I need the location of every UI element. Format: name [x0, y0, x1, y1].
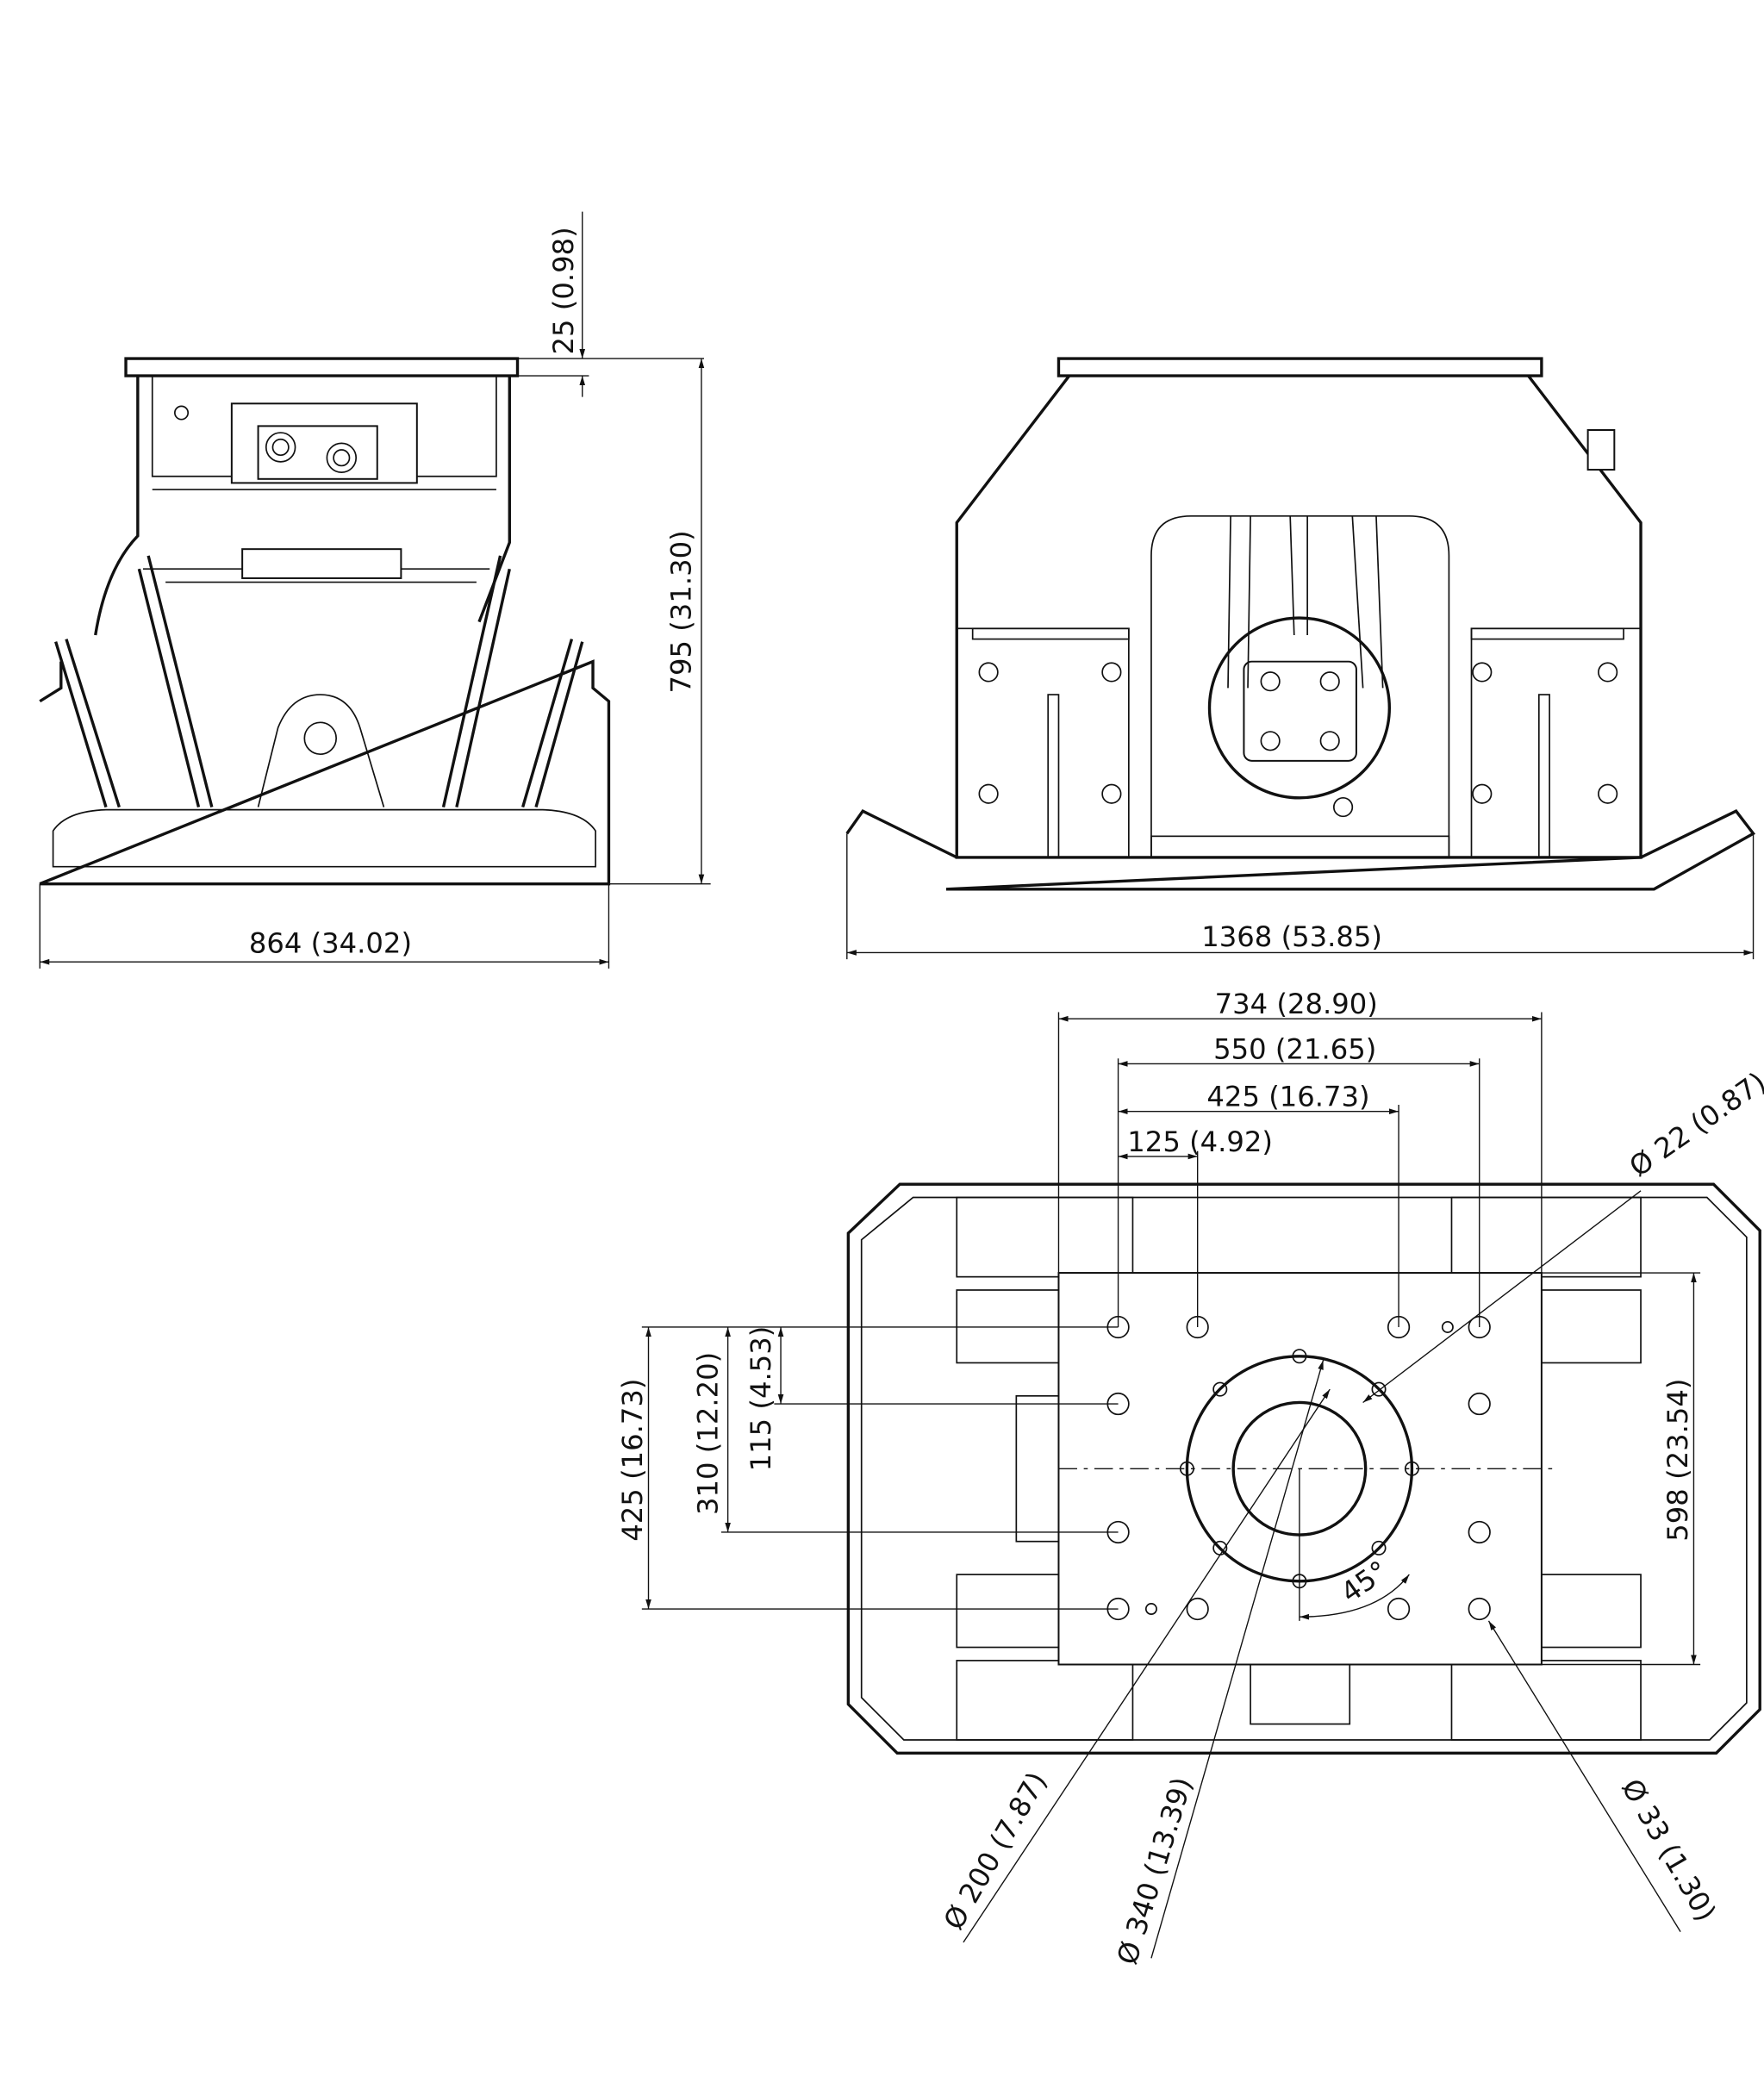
- dim-125: 125 (4.92): [1127, 1125, 1273, 1158]
- dim-flange-thickness: 25 (0.98): [547, 227, 580, 354]
- dim-bore-200: Ø 200 (7.87): [937, 1767, 1053, 1936]
- side-view: 25 (0.98) 795 (31.30) 864 (34.02): [39, 211, 711, 969]
- dim-425-v: 425 (16.73): [616, 1378, 649, 1541]
- dim-hole-22: Ø 22 (0.87): [1624, 1065, 1764, 1183]
- dim-425-h: 425 (16.73): [1206, 1081, 1369, 1113]
- dim-115: 115 (4.53): [745, 1326, 777, 1472]
- dim-bolt-circle-340: Ø 340 (13.39): [1111, 1774, 1199, 1968]
- dim-height: 795 (31.30): [665, 530, 698, 693]
- bottom-view: 734 (28.90) 550 (21.65) 425 (16.73) 125 …: [616, 988, 1764, 1968]
- bolt-holes-front: [978, 662, 1618, 818]
- dim-hole-33: Ø 33 (1.30): [1615, 1774, 1723, 1927]
- front-view: 1368 (53.85): [845, 357, 1756, 960]
- dim-598: 598 (23.54): [1661, 1378, 1694, 1541]
- dim-550: 550 (21.65): [1213, 1032, 1376, 1065]
- dim-310: 310 (12.20): [691, 1352, 724, 1515]
- dim-length: 1368 (53.85): [1201, 920, 1382, 953]
- dim-734: 734 (28.90): [1215, 988, 1378, 1020]
- dim-width: 864 (34.02): [249, 926, 412, 959]
